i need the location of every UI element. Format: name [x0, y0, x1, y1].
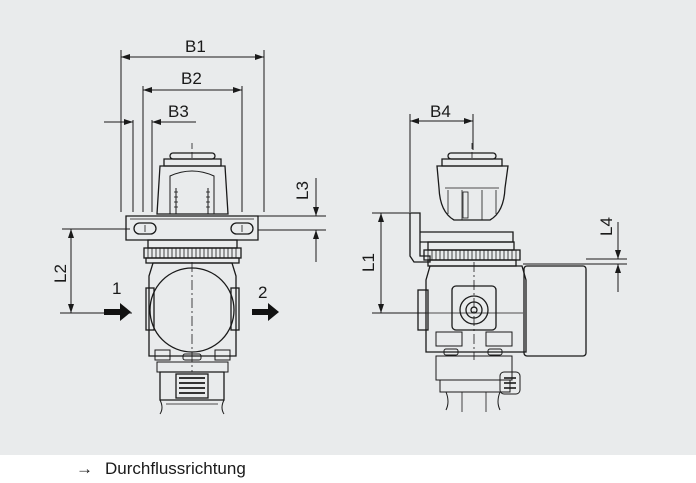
side-lock-ring: [423, 241, 521, 267]
front-lock-ring: [143, 239, 242, 264]
front-flow-arrows: [104, 303, 279, 321]
side-view: [372, 114, 627, 412]
front-valve-body: [145, 262, 240, 373]
side-drain: [435, 355, 521, 412]
flow-direction-arrow-icon: →: [76, 459, 93, 478]
port-label-outlet: 2: [258, 283, 267, 302]
dim-label-b2: B2: [181, 69, 202, 88]
front-view-extension-lines: [62, 50, 326, 314]
dim-label-b4: B4: [430, 102, 451, 121]
dim-label-b3: B3: [168, 102, 189, 121]
front-view-dimension-lines: [70, 56, 317, 313]
drawing-panel: [0, 0, 696, 455]
dimension-labels: B1 B2 B3 B4 L1 L2 L3 L4 1 2: [51, 37, 616, 302]
side-view-dimension-lines: [380, 120, 619, 313]
side-valve-body: [417, 262, 587, 360]
legend-label: Durchflussrichtung: [105, 459, 246, 478]
front-view: [60, 50, 326, 415]
side-view-arrowheads: [378, 118, 621, 313]
dim-label-l3: L3: [293, 181, 312, 200]
front-mounting-bracket: [125, 215, 259, 241]
port-label-inlet: 1: [112, 279, 121, 298]
front-view-arrowheads: [68, 54, 319, 313]
legend: → Durchflussrichtung: [76, 457, 246, 481]
side-knob: [436, 143, 509, 221]
dim-label-b1: B1: [185, 37, 206, 56]
front-drain: [159, 371, 225, 415]
dim-label-l1: L1: [359, 253, 378, 272]
dim-label-l4: L4: [597, 217, 616, 236]
side-view-extension-lines: [372, 114, 627, 314]
front-knob: [156, 143, 229, 215]
dim-label-l2: L2: [51, 264, 70, 283]
